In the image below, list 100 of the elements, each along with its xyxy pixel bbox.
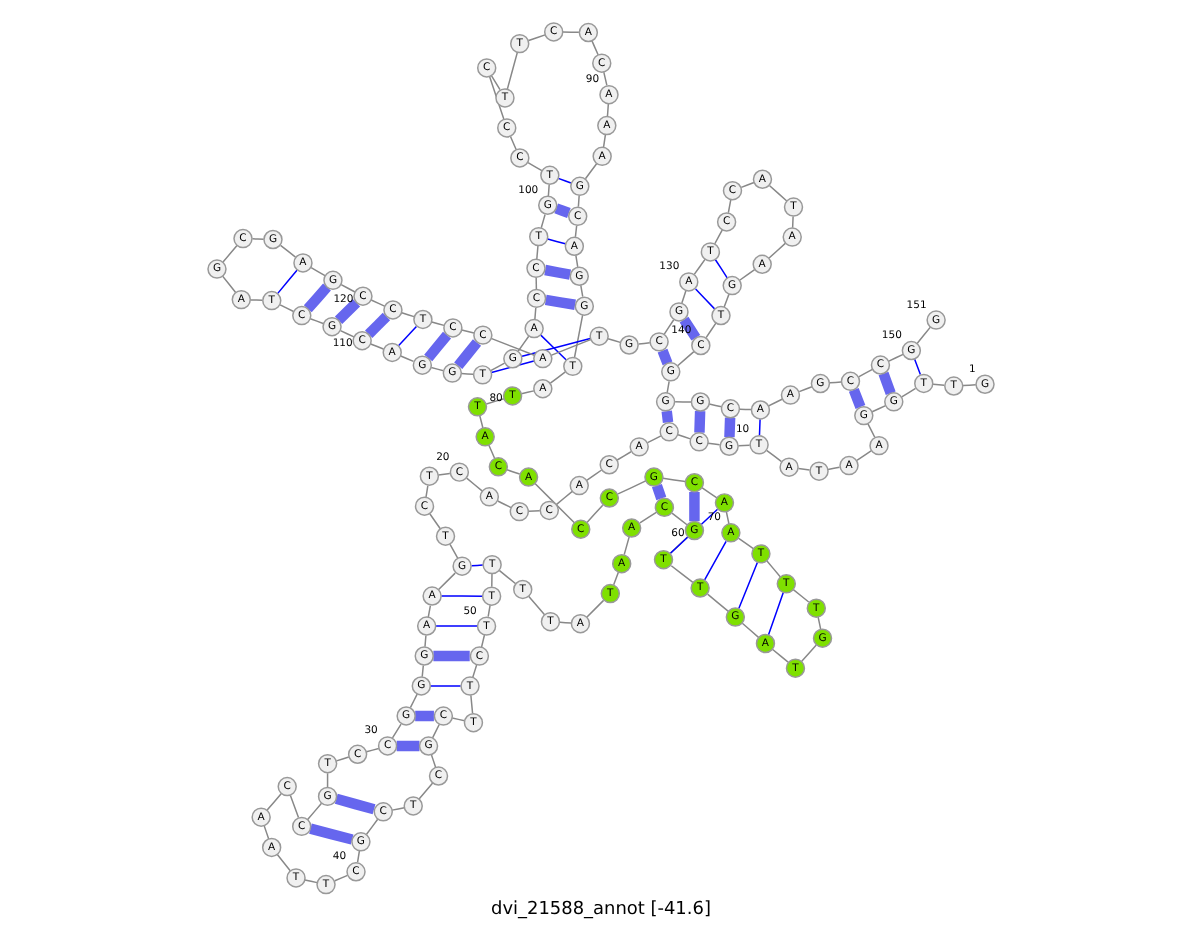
connector <box>611 571 619 586</box>
connector <box>688 491 699 522</box>
connector <box>704 322 716 339</box>
connector <box>448 543 458 559</box>
connector <box>355 850 360 864</box>
connector <box>669 564 693 584</box>
connector <box>489 75 500 91</box>
connector <box>765 560 781 578</box>
connector <box>453 339 481 370</box>
connector <box>303 879 317 884</box>
connector <box>554 490 573 506</box>
connector <box>220 275 236 294</box>
connector <box>693 288 715 310</box>
connector <box>660 410 673 423</box>
connector <box>692 258 705 276</box>
connector <box>675 350 694 367</box>
connector <box>539 334 566 361</box>
connector <box>459 372 473 376</box>
connector <box>539 213 545 229</box>
connector <box>866 423 875 438</box>
connector <box>585 599 604 619</box>
connector <box>931 383 945 386</box>
connector <box>505 51 518 90</box>
connector <box>650 483 666 501</box>
connector <box>622 536 629 556</box>
connector <box>847 387 865 409</box>
connector <box>770 648 788 663</box>
connector <box>364 818 378 835</box>
connector <box>432 650 469 662</box>
connector <box>526 161 542 172</box>
connector <box>497 569 516 585</box>
connector <box>900 387 916 398</box>
connector <box>278 244 296 258</box>
connector <box>549 338 591 356</box>
connector <box>826 466 840 471</box>
connector <box>767 184 787 202</box>
connector <box>486 604 490 618</box>
connector <box>543 264 571 280</box>
connector <box>855 449 872 462</box>
connector <box>700 487 717 499</box>
connector <box>400 312 414 318</box>
connector <box>656 348 672 366</box>
connector <box>585 504 603 524</box>
connector <box>545 238 566 245</box>
connector <box>606 338 620 344</box>
connector <box>395 740 419 752</box>
connector <box>490 573 492 588</box>
connector <box>766 591 783 636</box>
connector <box>601 133 606 148</box>
connector <box>309 266 325 277</box>
connector <box>495 500 511 509</box>
connector <box>248 299 262 302</box>
connector <box>221 244 237 263</box>
connector <box>583 163 597 180</box>
connector <box>305 802 322 821</box>
connector <box>615 451 631 461</box>
connector <box>308 823 353 845</box>
connector <box>767 242 785 259</box>
connector <box>364 312 390 338</box>
connector <box>739 181 754 189</box>
connector <box>705 593 729 613</box>
connector <box>478 414 483 429</box>
connector <box>791 588 809 603</box>
connector <box>487 76 504 120</box>
connector <box>479 634 485 649</box>
connector <box>553 203 570 218</box>
connector <box>576 194 579 208</box>
connector <box>673 401 691 403</box>
connector <box>961 384 976 387</box>
connector <box>526 510 540 512</box>
connector <box>790 215 793 229</box>
connector <box>584 469 602 482</box>
connector <box>740 622 759 639</box>
connector <box>676 434 691 440</box>
connector <box>484 397 504 405</box>
connector <box>912 358 921 376</box>
connector <box>546 184 549 197</box>
connector <box>661 477 686 483</box>
connector <box>877 371 895 396</box>
connector <box>428 513 441 530</box>
connector <box>645 435 661 444</box>
connector <box>333 874 348 882</box>
connector <box>722 293 729 308</box>
connector <box>417 782 433 800</box>
connector <box>436 572 455 591</box>
connector <box>430 723 439 739</box>
connector <box>250 238 264 240</box>
connector <box>638 511 657 524</box>
connector <box>737 561 758 610</box>
connector <box>464 477 483 492</box>
connector <box>856 368 873 378</box>
connector <box>602 71 607 87</box>
connector <box>548 371 566 384</box>
connector <box>915 326 931 345</box>
connector <box>723 417 735 438</box>
connector <box>520 337 590 358</box>
connector <box>398 355 414 363</box>
connector <box>471 664 477 678</box>
connector <box>489 360 534 374</box>
connector <box>302 283 330 313</box>
